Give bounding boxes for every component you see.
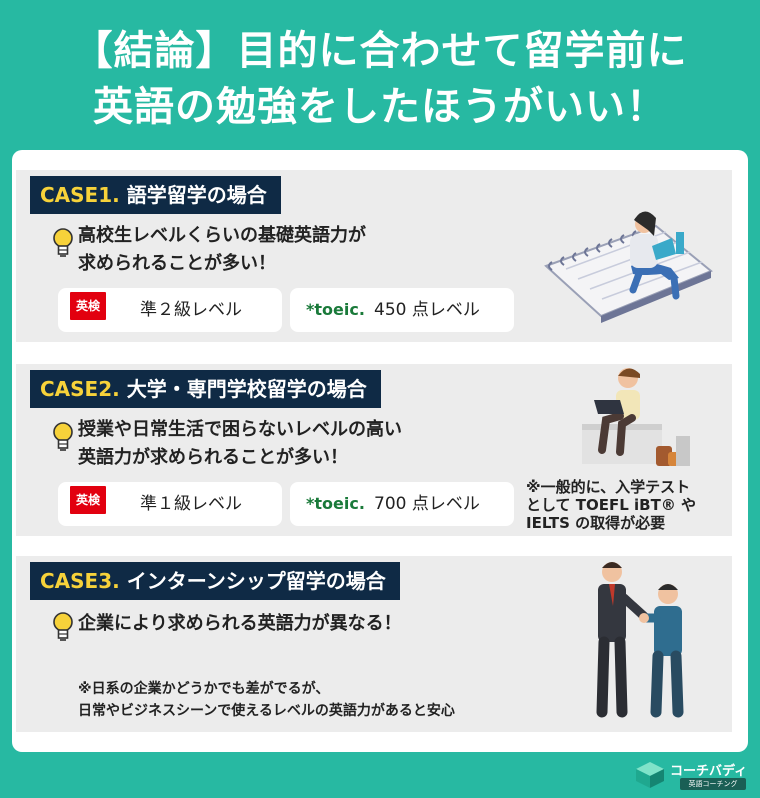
case-1-lead: 高校生レベルくらいの基礎英語力が 求められることが多い！ <box>78 222 366 278</box>
case-1-lead-line-2: 求められることが多い！ <box>78 253 276 274</box>
case-1-toeic-level: 450 点レベル <box>374 300 480 320</box>
case-2-number: CASE2. <box>40 377 120 401</box>
case-3-foot-line-2: 日常やビジネスシーンで使えるレベルの英語力があると安心 <box>78 703 455 719</box>
case-3-card: CASE3. インターンシップ留学の場合 企業により求められる英語力が異なる！ … <box>16 556 732 732</box>
eiken-logo: 英検 <box>70 292 106 320</box>
lightbulb-icon <box>53 612 73 641</box>
case-2-toeic-level: 700 点レベル <box>374 494 480 514</box>
case-3-heading: CASE3. インターンシップ留学の場合 <box>30 562 400 600</box>
toeic-logo: *toeic. <box>306 300 365 319</box>
brand-subtitle: 英語コーチング <box>680 778 746 790</box>
case-2-toeic-pill: *toeic. 700 点レベル <box>290 482 514 526</box>
case-1-eiken-level: 準２級レベル <box>140 300 242 320</box>
case-1-toeic-pill: *toeic. 450 点レベル <box>290 288 514 332</box>
case-1-lead-line-1: 高校生レベルくらいの基礎英語力が <box>78 225 366 246</box>
student-laptop-illustration <box>582 368 690 466</box>
case-3-foot-line-1: ※日系の企業かどうかでも差がでるが、 <box>78 681 330 697</box>
case-2-lead-line-1: 授業や日常生活で困らないレベルの高い <box>78 419 402 440</box>
title-line-2: 英語の勉強をしたほうがいい！ <box>93 84 667 130</box>
title-line-1: 【結論】目的に合わせて留学前に <box>72 28 688 74</box>
case-2-heading: CASE2. 大学・専門学校留学の場合 <box>30 370 381 408</box>
case-2-lead-line-2: 英語力が求められることが多い！ <box>78 447 348 468</box>
case-1-heading: CASE1. 語学留学の場合 <box>30 176 281 214</box>
case-2-eiken-level: 準１級レベル <box>140 494 242 514</box>
lightbulb-icon <box>53 422 73 451</box>
case-1-number: CASE1. <box>40 183 120 207</box>
case-3-title: インターンシップ留学の場合 <box>126 569 386 593</box>
lightbulb-icon <box>53 228 73 257</box>
case-1-eiken-pill: 英検 準２級レベル <box>58 288 282 332</box>
eiken-logo: 英検 <box>70 486 106 514</box>
case-3-number: CASE3. <box>40 569 120 593</box>
study-notebook-illustration <box>544 211 713 323</box>
case-2-note-line-3: IELTS の取得が必要 <box>526 514 666 532</box>
case-2-lead: 授業や日常生活で困らないレベルの高い 英語力が求められることが多い！ <box>78 416 402 472</box>
toeic-logo: *toeic. <box>306 494 365 513</box>
case-2-note-line-2: として TOEFL iBT® や <box>526 496 697 514</box>
case-2-eiken-pill: 英検 準１級レベル <box>58 482 282 526</box>
case-1-card: CASE1. 語学留学の場合 高校生レベルくらいの基礎英語力が 求められることが… <box>16 170 732 342</box>
case-2-title: 大学・専門学校留学の場合 <box>126 377 367 401</box>
page-title: 【結論】目的に合わせて留学前に 英語の勉強をしたほうがいい！ <box>0 0 760 150</box>
cube-logo-icon <box>636 762 664 788</box>
case-2-note-line-1: ※一般的に、入学テスト <box>526 478 691 496</box>
case-2-test-note: ※一般的に、入学テスト として TOEFL iBT® や IELTS の取得が必… <box>526 478 696 532</box>
case-3-foot-note: ※日系の企業かどうかでも差がでるが、 日常やビジネスシーンで使えるレベルの英語力… <box>78 678 455 722</box>
brand-logo: コーチバディ 英語コーチング <box>634 756 750 794</box>
case-2-card: CASE2. 大学・専門学校留学の場合 授業や日常生活で困らないレベルの高い 英… <box>16 364 732 536</box>
case-3-lead: 企業により求められる英語力が異なる！ <box>78 613 402 634</box>
case-1-title: 語学留学の場合 <box>126 183 267 207</box>
brand-name: コーチバディ <box>670 764 748 779</box>
handshake-illustration <box>596 562 684 718</box>
